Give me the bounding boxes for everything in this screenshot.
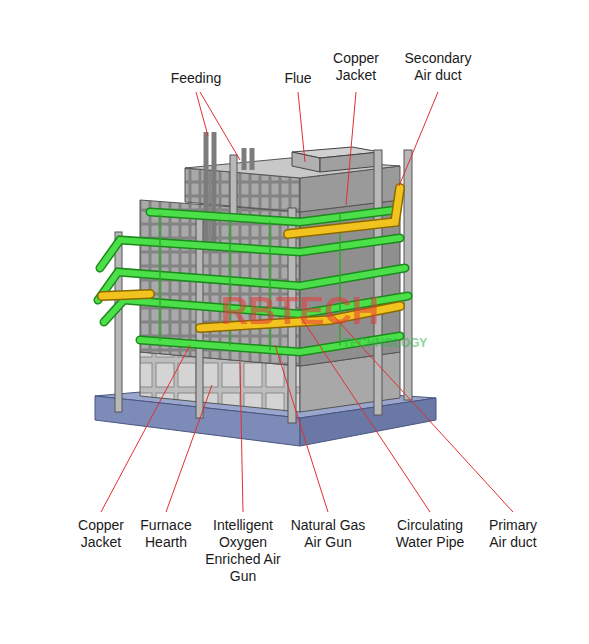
circulating-water-pipe — [98, 210, 408, 352]
callout-label: Circulating Water Pipe — [391, 517, 469, 551]
callout-label: Furnace Hearth — [135, 517, 197, 551]
callout-label: Copper Jacket — [327, 50, 385, 84]
furnace-body — [140, 158, 400, 366]
callout-label: Natural Gas Air Gun — [288, 517, 368, 551]
feeding-pipe — [206, 132, 252, 250]
callout-label: Feeding — [161, 70, 231, 87]
watermark: TECHNOLOGY — [343, 336, 428, 350]
callout-label: Flue — [273, 70, 323, 87]
callout-label: Intelligent Oxygen Enriched Air Gun — [205, 517, 281, 585]
callout-label: Copper Jacket — [72, 517, 130, 551]
callout-label: Secondary Air duct — [401, 50, 475, 84]
watermark: RBTECH — [221, 290, 379, 333]
callout-label: Primary Air duct — [482, 517, 544, 551]
leader-line — [101, 92, 513, 512]
